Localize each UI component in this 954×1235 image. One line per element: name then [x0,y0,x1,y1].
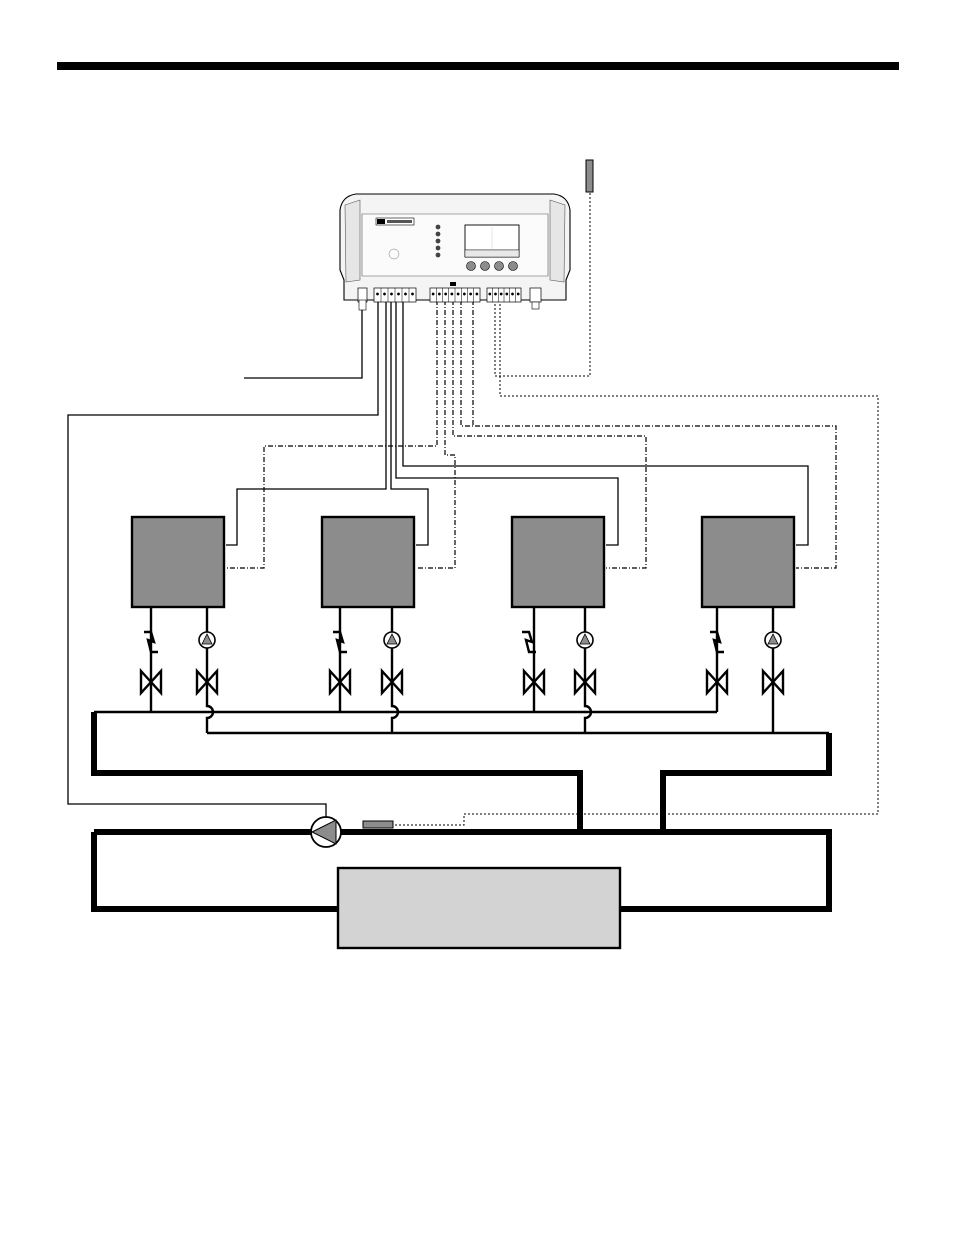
boiler-3-enable-wire [396,300,618,545]
controller-right-wing [550,200,565,282]
brand-logo-text [387,220,412,223]
terminal-screw [432,293,434,295]
terminal-screw [517,293,519,295]
terminal-screw [506,293,508,295]
terminal-screw [390,293,392,295]
check-valves [144,632,724,652]
primary-loop-left [94,712,580,832]
boiler-4 [702,517,794,607]
terminal-screw [457,293,459,295]
primary-loop-right [663,733,829,832]
boiler-1 [132,517,224,607]
keypad-button[interactable] [495,262,504,271]
supply-sensor-wire [394,300,878,825]
terminal-screw [511,293,513,295]
terminal-screw [397,293,399,295]
boiler-piping [94,607,829,733]
boilers [132,517,794,607]
terminal-screw [404,293,406,295]
boiler-2-supply-pipe [392,607,398,733]
terminal-screw [376,293,378,295]
isolation-valves [141,671,783,693]
terminal-screw [476,293,478,295]
terminal-screw [469,293,471,295]
boiler-pumps [199,632,781,648]
terminal-screw [444,293,446,295]
outdoor-sensor [586,160,593,192]
power-feed-wire [244,300,362,378]
terminal-screw [494,293,496,295]
terminal-screw [451,293,453,295]
controller-left-wing [345,200,360,282]
keypad-button[interactable] [467,262,476,271]
boiler-2 [322,517,414,607]
check-valve-icon [144,632,158,652]
aux-terminal-foot [532,302,539,309]
lcd-bottom-bar [465,250,519,257]
power-terminal-foot [359,300,366,310]
indicator-led [436,253,441,258]
temperature-sensor-icon [363,821,393,828]
aux-terminal [530,288,541,302]
indicator-led [436,246,441,251]
boiler-3-supply-pipe [585,607,591,733]
circulator-pump-icon [384,632,400,648]
terminal-screw [383,293,385,295]
circulator-pump-icon [765,632,781,648]
indicator-led [436,239,441,244]
keypad-button[interactable] [481,262,490,271]
indicator-led [436,232,441,237]
check-valve-icon [710,632,724,652]
brand-logo-mark [377,219,385,224]
terminal-screw [438,293,440,295]
terminal-screw [500,293,502,295]
check-valve-icon [333,632,347,652]
storage-tank [338,868,620,948]
terminal-screw [411,293,413,295]
header-rule [57,62,899,70]
boiler-2-comm-wire [416,300,455,568]
system-pump [311,817,341,847]
boiler-controller [340,194,570,310]
circulator-pump-icon [199,632,215,648]
terminal-screw [489,293,491,295]
keypad-button[interactable] [509,262,518,271]
circulator-pump-icon [577,632,593,648]
indicator-led [436,225,441,230]
boiler-4-enable-wire [403,300,808,545]
boiler-1-supply-pipe [207,607,213,733]
comm-indicator [450,282,456,286]
terminal-screw [463,293,465,295]
boiler-3 [512,517,604,607]
